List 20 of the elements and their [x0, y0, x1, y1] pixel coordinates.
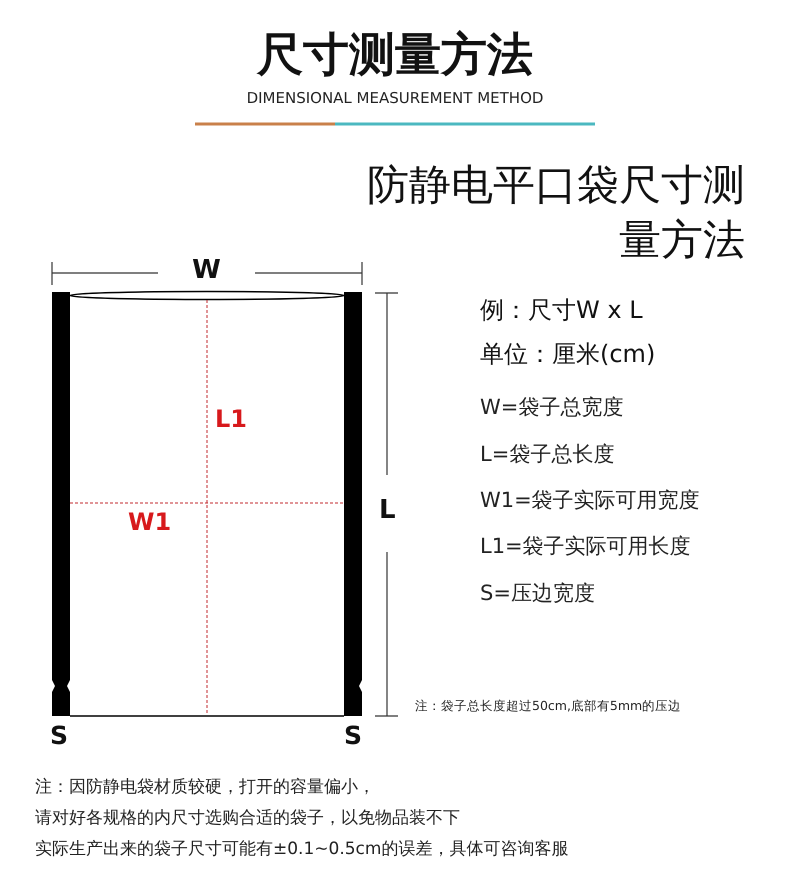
seam-label: S — [344, 722, 362, 751]
seam-label: S — [50, 722, 68, 751]
definition-text: W=袋子总宽度 — [480, 395, 624, 420]
definition-text: W1=袋子实际可用宽度 — [480, 488, 700, 512]
dimension-label: W1 — [128, 509, 172, 537]
unit-text: 单位：厘米(cm) — [480, 341, 656, 369]
note-text: 请对好各规格的内尺寸选购合适的袋子，以免物品装不下 — [35, 809, 460, 829]
note-text: 实际生产出来的袋子尺寸可能有±0.1~0.5cm的误差，具体可咨询客服 — [35, 840, 568, 860]
title: 尺寸测量方法 — [256, 28, 534, 81]
example-text: 例：尺寸W x L — [480, 297, 643, 325]
definition-text: L=袋子总长度 — [480, 442, 614, 466]
note-text: 注：袋子总长度超过50cm,底部有5mm的压边 — [415, 699, 682, 714]
heading: 防静电平口袋尺寸测量方法 — [366, 159, 745, 266]
definition-text: S=压边宽度 — [480, 581, 595, 606]
dimension-label: L — [379, 496, 396, 526]
note-text: 注：因防静电袋材质较硬，打开的容量偏小， — [35, 778, 375, 798]
dimension-label: L1 — [215, 406, 247, 434]
dimension-label: W — [191, 256, 222, 286]
definition-text: L1=袋子实际可用长度 — [480, 534, 691, 558]
subtitle: DIMENSIONAL MEASUREMENT METHOD — [246, 90, 544, 108]
